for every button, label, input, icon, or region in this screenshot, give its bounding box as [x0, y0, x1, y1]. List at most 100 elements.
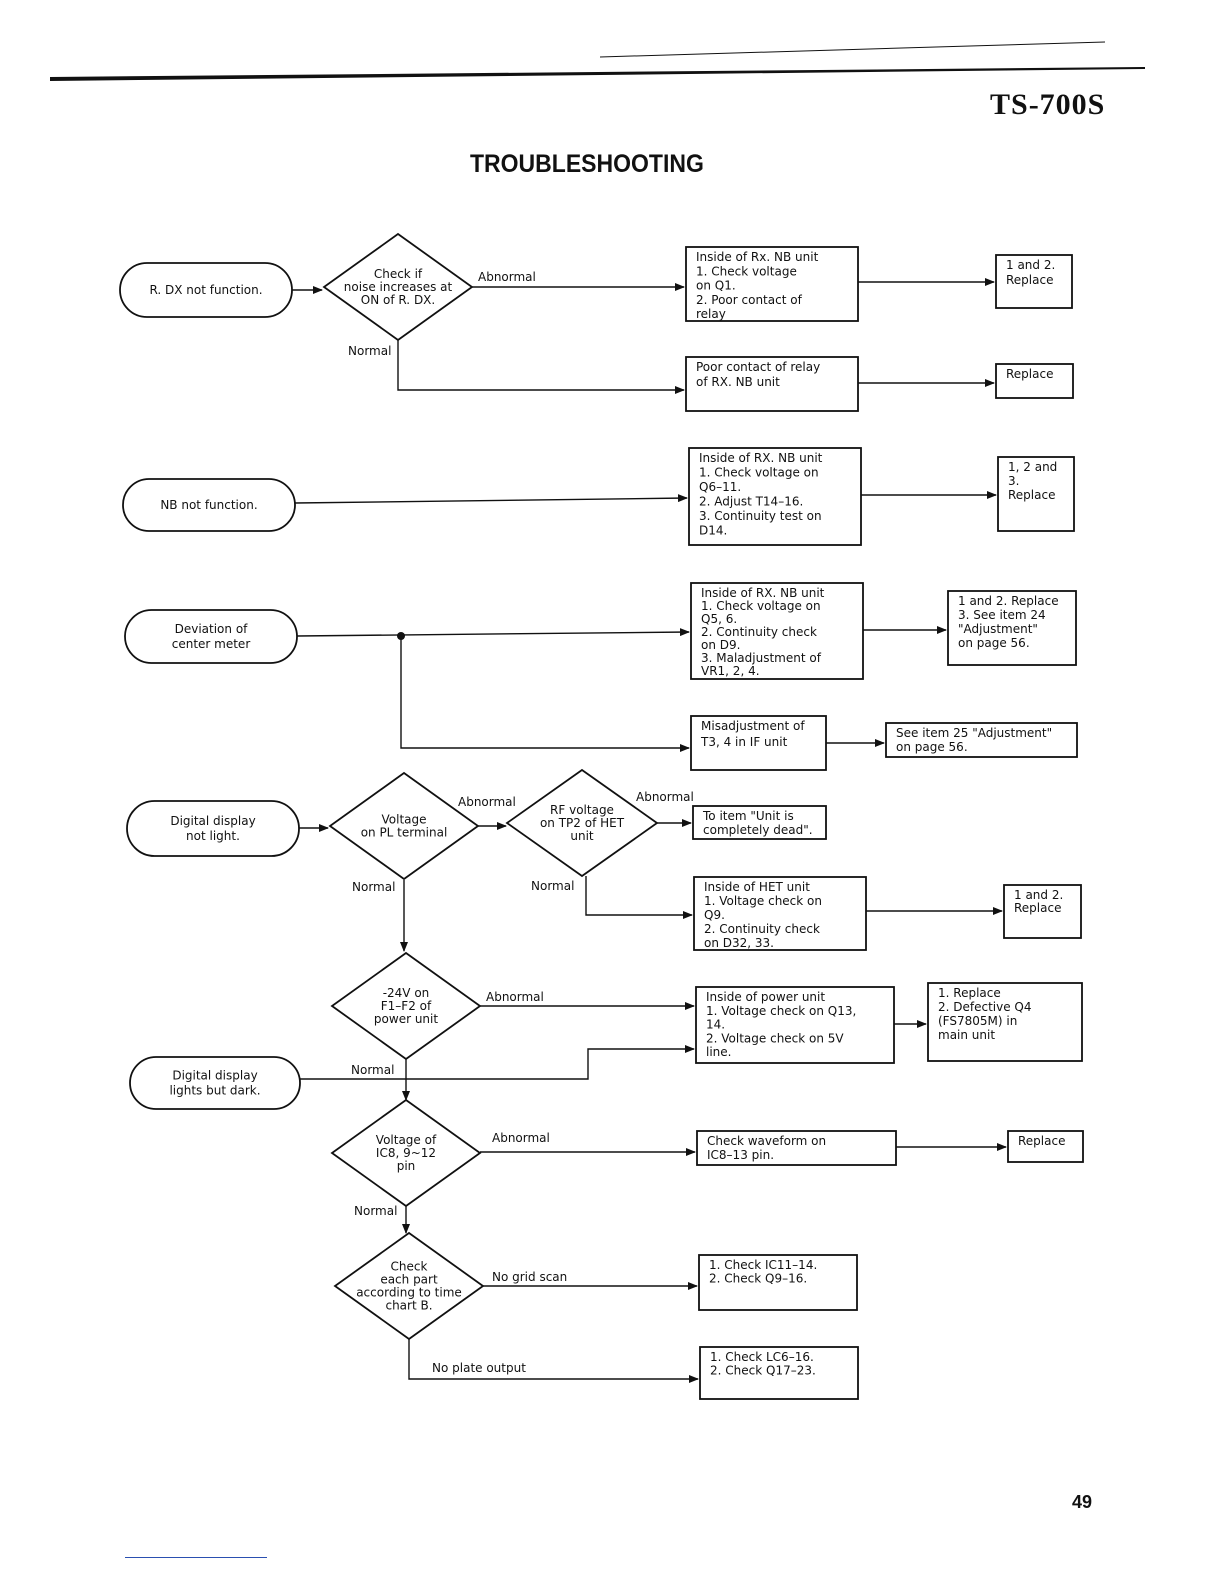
footer-rule: [125, 1557, 267, 1558]
rdx-box-rx-nb-text: Inside of Rx. NB unit: [696, 250, 819, 264]
deviation-box-if-text: T3, 4 in IF unit: [700, 735, 788, 749]
result-waveform-text: Replace: [1018, 1134, 1065, 1148]
display-dark-start-label: Digital display: [172, 1069, 257, 1083]
rdx-decision-label: noise increases at: [344, 280, 453, 294]
result-power: [927, 982, 1083, 1062]
connector: [585, 876, 693, 919]
nb-box-rx-nb-text: D14.: [699, 524, 727, 538]
nb-box-rx-nb-text: 3. Continuity test on: [699, 509, 822, 523]
nb-result-text: 3.: [1008, 474, 1019, 488]
rf-voltage-decision: [505, 768, 659, 878]
display-dark-start: [129, 1056, 301, 1110]
box-power-unit-text: 1. Voltage check on Q13,: [706, 1004, 856, 1018]
box-power-unit-text: line.: [706, 1045, 731, 1059]
deviation-result-1: [947, 590, 1077, 666]
deviation-box-rx-nb-text: 2. Continuity check: [701, 625, 817, 639]
pl-normal-label: Normal: [352, 880, 395, 894]
connector: [397, 340, 685, 394]
deviation-result-1-text: 1 and 2. Replace: [958, 594, 1059, 608]
rdx-start: [119, 262, 293, 318]
deviation-box-rx-nb-text: on D9.: [701, 638, 740, 652]
power-abnormal-label: Abnormal: [486, 990, 544, 1004]
rdx-decision-label: ON of R. DX.: [361, 293, 435, 307]
rdx-box-rx-nb-text: on Q1.: [696, 279, 736, 293]
deviation-box-rx-nb: [690, 582, 864, 680]
box-het-unit-text: on D32, 33.: [704, 936, 774, 950]
pl-voltage-decision: [328, 771, 480, 881]
box-plate-output-text: 2. Check Q17–23.: [710, 1364, 816, 1378]
model-number: TS-700S: [990, 88, 1106, 121]
deviation-result-1-text: on page 56.: [958, 636, 1030, 650]
ic8-voltage-decision-label: pin: [397, 1159, 416, 1173]
power-normal-label: Normal: [351, 1063, 394, 1077]
rdx-box-rx-nb-text: 1. Check voltage: [696, 264, 797, 278]
timechart-decision: [333, 1231, 485, 1341]
rf-normal-label: Normal: [531, 879, 574, 893]
box-grid-scan-text: 2. Check Q9–16.: [709, 1272, 807, 1286]
result-power-text: 1. Replace: [938, 986, 1001, 1000]
connector: [294, 494, 688, 504]
power-24v-decision: [330, 951, 482, 1061]
nb-box-rx-nb: [688, 447, 862, 546]
result-het-text: Replace: [1014, 901, 1061, 915]
ic8-voltage-decision-label: IC8, 9~12: [376, 1146, 436, 1160]
box-unit-dead: [692, 805, 827, 840]
timechart-decision-label: each part: [380, 1273, 438, 1287]
deviation-box-if: [690, 715, 827, 771]
rdx-result-2: [995, 363, 1074, 399]
rdx-normal-label: Normal: [348, 344, 391, 358]
deviation-result-2-text: See item 25 "Adjustment": [896, 726, 1052, 740]
box-het-unit-text: 2. Continuity check: [704, 922, 820, 936]
ic8-voltage-decision: [330, 1098, 482, 1208]
rdx-box-relay-text: of RX. NB unit: [696, 375, 780, 389]
rdx-result-1-text: Replace: [1006, 273, 1053, 287]
deviation-box-rx-nb-text: Q5, 6.: [701, 612, 737, 626]
rdx-box-rx-nb-text: relay: [696, 307, 726, 321]
deviation-box-rx-nb-text: 1. Check voltage on: [701, 599, 821, 613]
box-plate-output-text: 1. Check LC6–16.: [710, 1350, 814, 1364]
nb-box-rx-nb-text: Q6–11.: [699, 480, 741, 494]
box-grid-scan: [698, 1254, 858, 1311]
rdx-box-rx-nb-text: 2. Poor contact of: [696, 293, 803, 307]
ic8-normal-label: Normal: [354, 1204, 397, 1218]
deviation-start-label: center meter: [172, 637, 251, 651]
rdx-result-2-text: Replace: [1006, 367, 1053, 381]
pl-abnormal-label: Abnormal: [458, 795, 516, 809]
display-start-label: not light.: [186, 829, 240, 843]
box-power-unit-text: 14.: [706, 1018, 725, 1032]
timechart-decision-label: chart B.: [385, 1299, 432, 1313]
nb-result: [997, 456, 1075, 532]
box-plate-output: [699, 1346, 859, 1400]
nb-result-text: Replace: [1008, 488, 1055, 502]
rf-abnormal-label: Abnormal: [636, 790, 694, 804]
pl-voltage-decision-label: Voltage: [381, 813, 426, 827]
timechart-decision-label: according to time: [356, 1286, 462, 1300]
box-het-unit-text: Q9.: [704, 908, 725, 922]
deviation-box-rx-nb-text: 3. Maladjustment of: [701, 651, 822, 665]
deviation-box-if-text: Misadjustment of: [701, 719, 805, 733]
grid-scan-label: No grid scan: [492, 1270, 567, 1284]
ic8-abnormal-label: Abnormal: [492, 1131, 550, 1145]
page-number: 49: [1072, 1492, 1093, 1512]
box-waveform: [696, 1130, 897, 1166]
box-waveform-text: Check waveform on: [707, 1134, 826, 1148]
deviation-result-2-text: on page 56.: [896, 740, 968, 754]
connector: [296, 628, 690, 637]
deviation-start-label: Deviation of: [175, 622, 249, 636]
rdx-abnormal-label: Abnormal: [478, 270, 536, 284]
deviation-box-rx-nb-text: Inside of RX. NB unit: [701, 586, 825, 600]
rdx-box-relay-text: Poor contact of relay: [696, 360, 820, 374]
junction-dot: [397, 632, 405, 640]
box-het-unit: [693, 876, 867, 951]
power-24v-decision-label: -24V on: [383, 986, 430, 1000]
box-unit-dead-text: To item "Unit is: [702, 809, 794, 823]
rdx-result-1: [995, 254, 1073, 309]
nb-result-text: 1, 2 and: [1008, 460, 1057, 474]
result-power-text: (FS7805M) in: [938, 1014, 1017, 1028]
connector: [400, 636, 690, 752]
header-rule: [50, 41, 1145, 81]
nb-box-rx-nb-text: Inside of RX. NB unit: [699, 451, 823, 465]
result-power-text: main unit: [938, 1028, 995, 1042]
nb-box-rx-nb-text: 1. Check voltage on: [699, 466, 819, 480]
